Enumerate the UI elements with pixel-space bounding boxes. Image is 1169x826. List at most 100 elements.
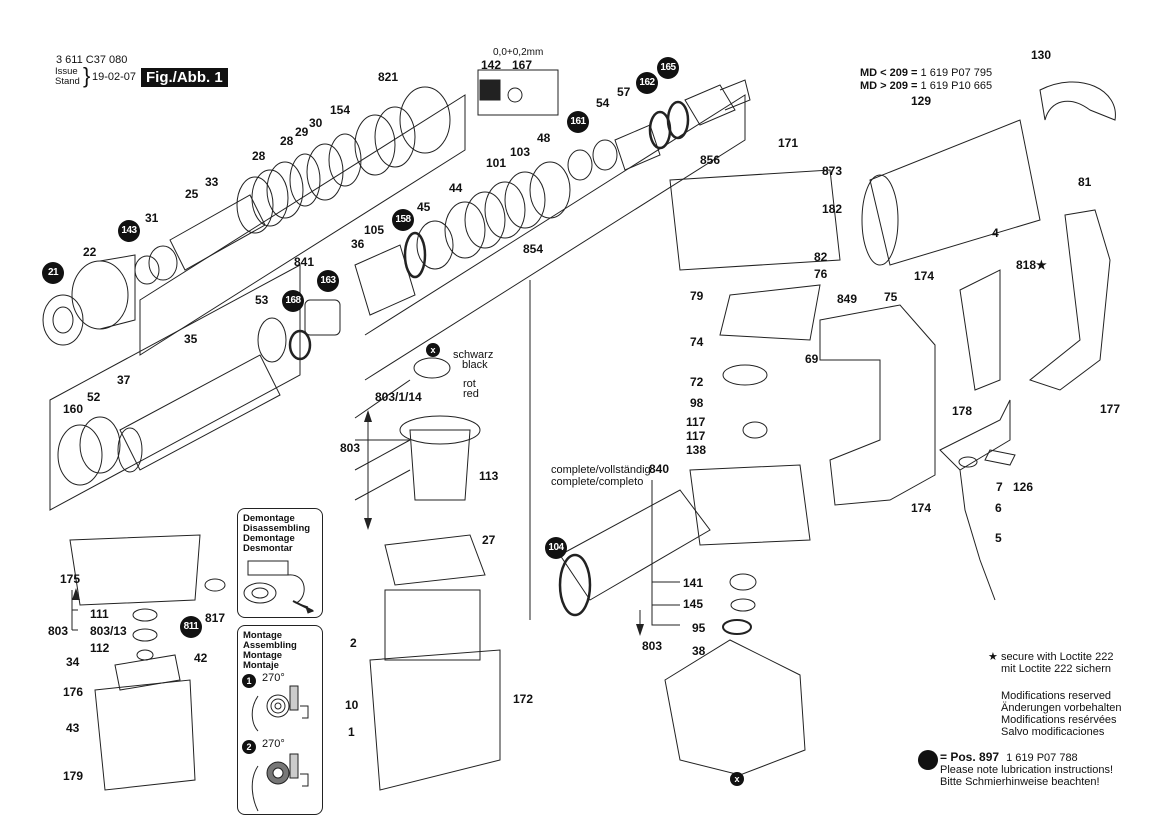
- part-label-45[interactable]: 45: [417, 200, 431, 214]
- part-label-117a[interactable]: 117: [686, 415, 706, 429]
- part-label-803-c[interactable]: 803: [642, 639, 663, 653]
- part-label-803-b[interactable]: 803: [48, 624, 69, 638]
- part-label-31[interactable]: 31: [145, 211, 159, 225]
- part-label-117b[interactable]: 117: [686, 429, 706, 443]
- part-label-35[interactable]: 35: [184, 332, 198, 346]
- part-label-145[interactable]: 145: [683, 597, 704, 611]
- part-label-172[interactable]: 172: [513, 692, 534, 706]
- issue-label-de: Stand: [55, 76, 80, 87]
- part-label-5[interactable]: 5: [995, 531, 1002, 545]
- part-35-shape: [119, 354, 281, 471]
- part-label-129[interactable]: 129: [911, 94, 932, 108]
- part-label-803-13[interactable]: 803/13: [90, 624, 127, 638]
- part-label-52[interactable]: 52: [87, 390, 101, 404]
- part-label-7[interactable]: 7: [996, 480, 1003, 494]
- part-label-2[interactable]: 2: [350, 636, 357, 650]
- part-label-141[interactable]: 141: [683, 576, 704, 590]
- part-label-79[interactable]: 79: [690, 289, 704, 303]
- part-label-811[interactable]: 811: [180, 616, 202, 638]
- part-label-104[interactable]: 104: [545, 537, 567, 559]
- figure-label: Fig./Abb. 1: [141, 68, 228, 87]
- part-label-48[interactable]: 48: [537, 131, 551, 145]
- part-label-34[interactable]: 34: [66, 655, 80, 669]
- part-label-29[interactable]: 29: [295, 125, 309, 139]
- part-label-161[interactable]: 161: [567, 111, 589, 133]
- part-label-112[interactable]: 112: [90, 641, 110, 655]
- part-label-28b[interactable]: 28: [280, 134, 294, 148]
- part-label-33[interactable]: 33: [205, 175, 219, 189]
- part-label-841[interactable]: 841: [294, 255, 315, 269]
- part-label-162[interactable]: 162: [636, 72, 658, 94]
- part-label-38[interactable]: 38: [692, 644, 706, 658]
- assembly-line-fr: Montage: [243, 650, 283, 661]
- part-label-175[interactable]: 175: [60, 572, 81, 586]
- part-label-43[interactable]: 43: [66, 721, 80, 735]
- part-label-30[interactable]: 30: [309, 116, 323, 130]
- part-label-821[interactable]: 821: [378, 70, 399, 84]
- part-36-shape: [354, 244, 416, 316]
- part-label-72[interactable]: 72: [690, 375, 704, 389]
- part-label-111[interactable]: 111: [90, 607, 109, 621]
- md-note-2: MD > 209 = 1 619 P10 665: [860, 80, 992, 92]
- part-label-171[interactable]: 171: [778, 136, 799, 150]
- loctite-note-de: mit Loctite 222 sichern: [1001, 663, 1112, 675]
- part-label-10[interactable]: 10: [345, 698, 359, 712]
- part-label-103[interactable]: 103: [510, 145, 531, 159]
- part-label-158[interactable]: 158: [392, 209, 414, 231]
- part-label-849[interactable]: 849: [837, 292, 858, 306]
- cover-38: [664, 639, 806, 776]
- part-label-138[interactable]: 138: [686, 443, 707, 457]
- part-label-840[interactable]: 840: [649, 462, 670, 476]
- part-label-105[interactable]: 105: [364, 223, 385, 237]
- part-label-174a[interactable]: 174: [914, 269, 935, 283]
- part-label-44[interactable]: 44: [449, 181, 463, 195]
- modifications-en: Modifications reserved: [1001, 690, 1112, 702]
- part-label-42[interactable]: 42: [194, 651, 208, 665]
- part-label-27[interactable]: 27: [482, 533, 496, 547]
- part-label-76[interactable]: 76: [814, 267, 828, 281]
- part-label-74[interactable]: 74: [690, 335, 704, 349]
- part-label-81[interactable]: 81: [1078, 175, 1092, 189]
- part-label-98[interactable]: 98: [690, 396, 704, 410]
- part-label-817[interactable]: 817: [205, 611, 226, 625]
- part-label-160[interactable]: 160: [63, 402, 84, 416]
- part-label-174b[interactable]: 174: [911, 501, 932, 515]
- part-label-6[interactable]: 6: [995, 501, 1002, 515]
- part-label-54[interactable]: 54: [596, 96, 610, 110]
- part-label-21[interactable]: 21: [42, 262, 64, 284]
- part-label-37[interactable]: 37: [117, 373, 131, 387]
- part-label-1[interactable]: 1: [348, 725, 355, 739]
- part-label-163[interactable]: 163: [317, 270, 339, 292]
- part-label-4[interactable]: 4: [992, 226, 999, 240]
- part-label-182[interactable]: 182: [822, 202, 843, 216]
- part-label-179[interactable]: 179: [63, 769, 84, 783]
- part-label-143[interactable]: 143: [118, 220, 140, 242]
- part-label-856[interactable]: 856: [700, 153, 721, 167]
- part-label-82[interactable]: 82: [814, 250, 828, 264]
- part-label-28a[interactable]: 28: [252, 149, 266, 163]
- part-label-36[interactable]: 36: [351, 237, 365, 251]
- part-label-168[interactable]: 168: [282, 290, 304, 312]
- part-label-803-1-14[interactable]: 803/1/14: [375, 390, 422, 404]
- part-label-75[interactable]: 75: [884, 290, 898, 304]
- part-label-69[interactable]: 69: [805, 352, 819, 366]
- part-label-95[interactable]: 95: [692, 621, 706, 635]
- part-label-53[interactable]: 53: [255, 293, 269, 307]
- part-label-176[interactable]: 176: [63, 685, 84, 699]
- part-label-873[interactable]: 873: [822, 164, 843, 178]
- part-label-154[interactable]: 154: [330, 103, 351, 117]
- part-label-25[interactable]: 25: [185, 187, 199, 201]
- part-label-101[interactable]: 101: [486, 156, 507, 170]
- part-label-177[interactable]: 177: [1100, 402, 1121, 416]
- part-label-113[interactable]: 113: [479, 469, 499, 483]
- part-label-854[interactable]: 854: [523, 242, 544, 256]
- part-label-818[interactable]: 818★: [1016, 258, 1047, 272]
- part-label-803-a[interactable]: 803: [340, 441, 361, 455]
- part-label-22[interactable]: 22: [83, 245, 97, 259]
- part-label-126[interactable]: 126: [1013, 480, 1034, 494]
- disassembly-illustration: [243, 560, 315, 614]
- part-label-178[interactable]: 178: [952, 404, 973, 418]
- part-label-130[interactable]: 130: [1031, 48, 1052, 62]
- part-label-57[interactable]: 57: [617, 85, 631, 99]
- part-label-165[interactable]: 165: [657, 57, 679, 79]
